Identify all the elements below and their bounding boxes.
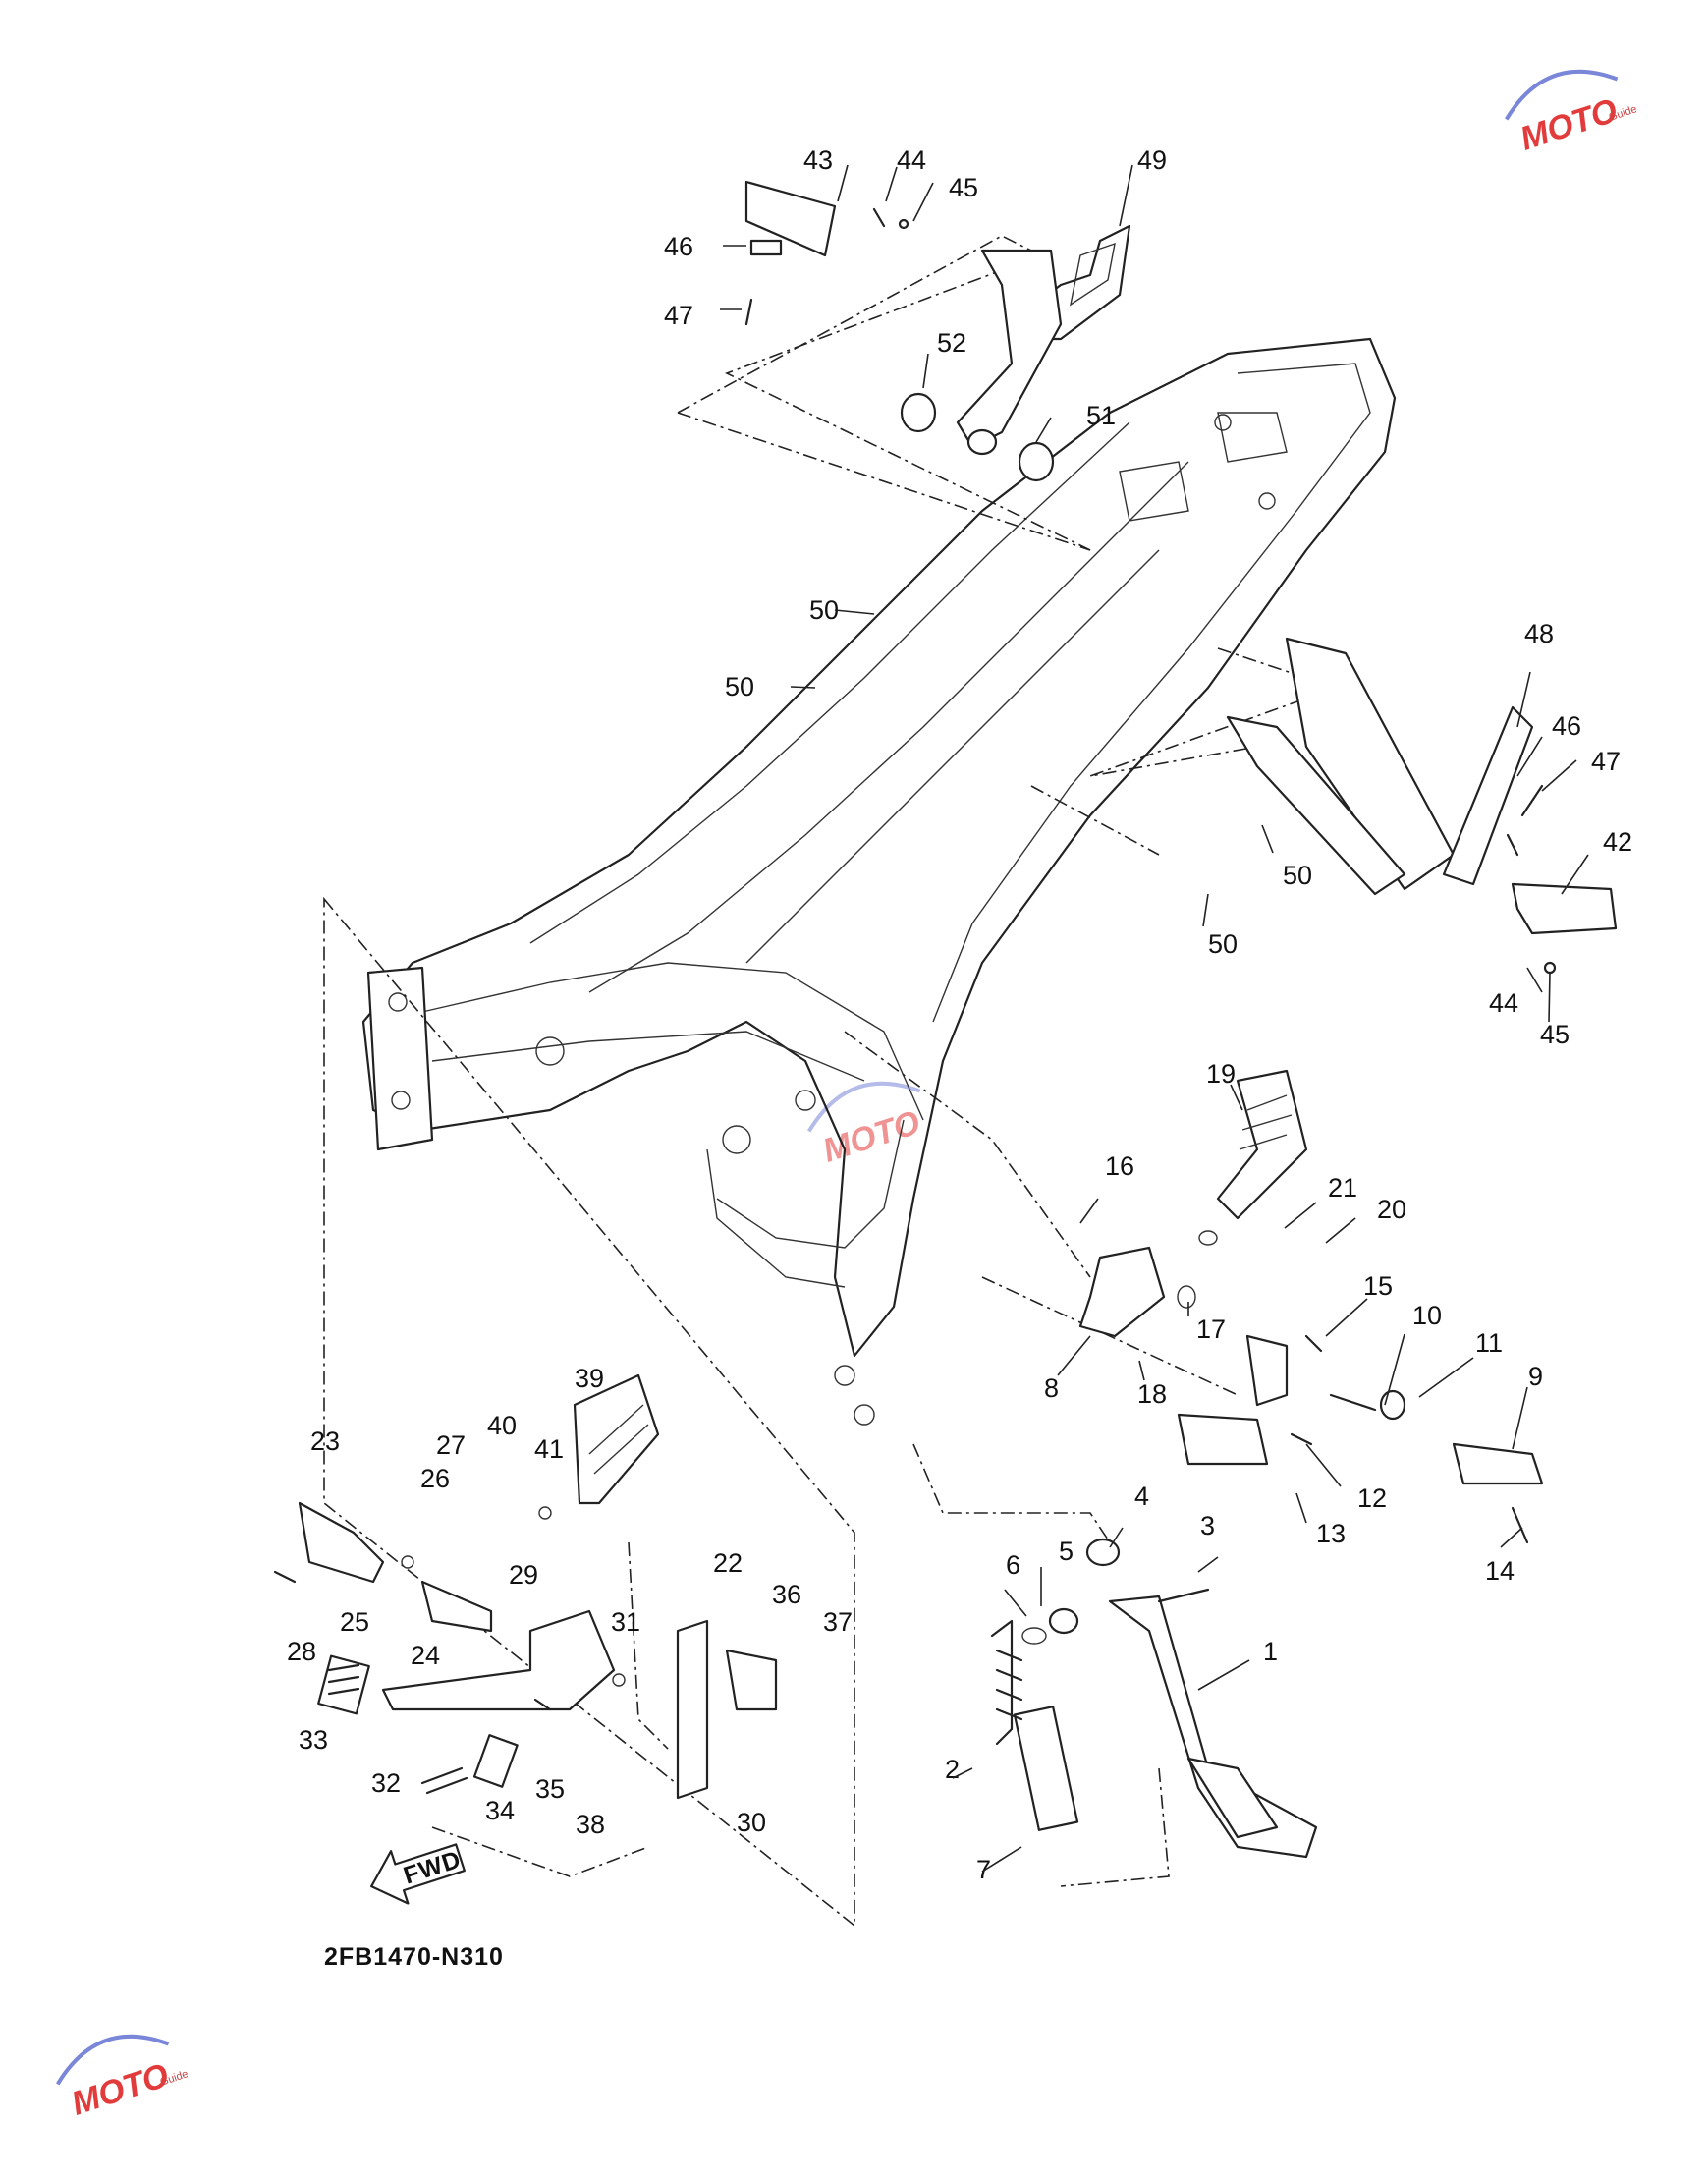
callout-12: 12	[1357, 1483, 1387, 1513]
callout-28: 28	[287, 1637, 316, 1666]
callout-50a: 50	[809, 595, 839, 625]
callout-22: 22	[713, 1548, 743, 1578]
callout-50b: 50	[725, 672, 754, 701]
callout-47b: 47	[1591, 747, 1621, 776]
callout-7: 7	[976, 1855, 991, 1884]
callout-51: 51	[1086, 401, 1116, 430]
callout-34: 34	[485, 1796, 515, 1825]
callout-26: 26	[420, 1464, 450, 1493]
callout-19: 19	[1206, 1059, 1236, 1089]
callout-45: 45	[949, 173, 978, 202]
callout-18: 18	[1137, 1379, 1167, 1409]
svg-text:MOTO: MOTO	[67, 2056, 173, 2122]
watermark-logo-top: MOTO Guide	[1504, 69, 1638, 158]
callout-9: 9	[1528, 1362, 1543, 1391]
callout-24: 24	[411, 1641, 440, 1670]
watermark-logo-center: MOTO	[806, 1081, 924, 1170]
callout-46: 46	[664, 232, 693, 261]
callout-50d: 50	[1208, 929, 1238, 959]
callout-48: 48	[1524, 619, 1554, 648]
svg-text:MOTO: MOTO	[1515, 91, 1622, 157]
callout-35: 35	[535, 1774, 565, 1804]
callout-37: 37	[823, 1607, 853, 1637]
callout-23: 23	[310, 1427, 340, 1456]
watermark-logo-bottom: MOTO Guide	[55, 2034, 190, 2123]
callout-2: 2	[945, 1755, 960, 1784]
callout-29: 29	[509, 1560, 538, 1590]
callout-43: 43	[803, 145, 833, 175]
diagram-code: 2FB1470-N310	[324, 1943, 504, 1971]
callout-42: 42	[1603, 827, 1632, 857]
callout-38: 38	[576, 1810, 605, 1839]
callout-40: 40	[487, 1411, 517, 1440]
callout-36: 36	[772, 1580, 801, 1609]
callout-32: 32	[371, 1768, 401, 1798]
callout-33: 33	[299, 1725, 328, 1755]
assembly-guides	[323, 235, 1339, 1928]
callout-45b: 45	[1540, 1020, 1570, 1049]
callout-10: 10	[1412, 1301, 1442, 1330]
svg-text:MOTO: MOTO	[818, 1103, 924, 1169]
callout-44: 44	[897, 145, 926, 175]
rear-footrest-assembly-upper	[744, 180, 1131, 482]
callout-46b: 46	[1552, 711, 1581, 741]
leader-lines	[720, 164, 1589, 1873]
callout-39: 39	[575, 1364, 604, 1393]
callout-14: 14	[1485, 1556, 1515, 1586]
callout-4: 4	[1134, 1482, 1149, 1511]
callout-49: 49	[1137, 145, 1167, 175]
fwd-arrow-icon: FWD	[370, 1843, 466, 1905]
rear-footrest-assembly-right	[1226, 637, 1618, 975]
callout-3: 3	[1200, 1511, 1215, 1540]
callout-15: 15	[1363, 1271, 1393, 1301]
callout-47: 47	[664, 301, 693, 330]
callout-25: 25	[340, 1607, 369, 1637]
callout-17: 17	[1196, 1315, 1226, 1344]
main-frame	[361, 337, 1397, 1426]
callout-6: 6	[1006, 1550, 1020, 1580]
right-footrest-assembly	[1078, 1069, 1544, 1544]
callout-20: 20	[1377, 1195, 1406, 1224]
callout-1: 1	[1263, 1637, 1278, 1666]
callout-50c: 50	[1283, 861, 1312, 890]
callout-13: 13	[1316, 1519, 1346, 1548]
callout-44b: 44	[1489, 988, 1518, 1018]
callout-30: 30	[737, 1808, 766, 1837]
callout-16: 16	[1105, 1151, 1134, 1181]
callout-21: 21	[1328, 1173, 1357, 1203]
side-stand-assembly	[990, 1538, 1318, 1859]
callout-11: 11	[1475, 1328, 1503, 1358]
callout-8: 8	[1044, 1373, 1059, 1403]
callout-5: 5	[1059, 1537, 1074, 1566]
callout-27: 27	[436, 1430, 466, 1460]
callout-41: 41	[534, 1434, 564, 1464]
callout-31: 31	[611, 1607, 640, 1637]
left-footrest-assembly	[273, 1373, 778, 1800]
callout-52: 52	[937, 328, 966, 358]
